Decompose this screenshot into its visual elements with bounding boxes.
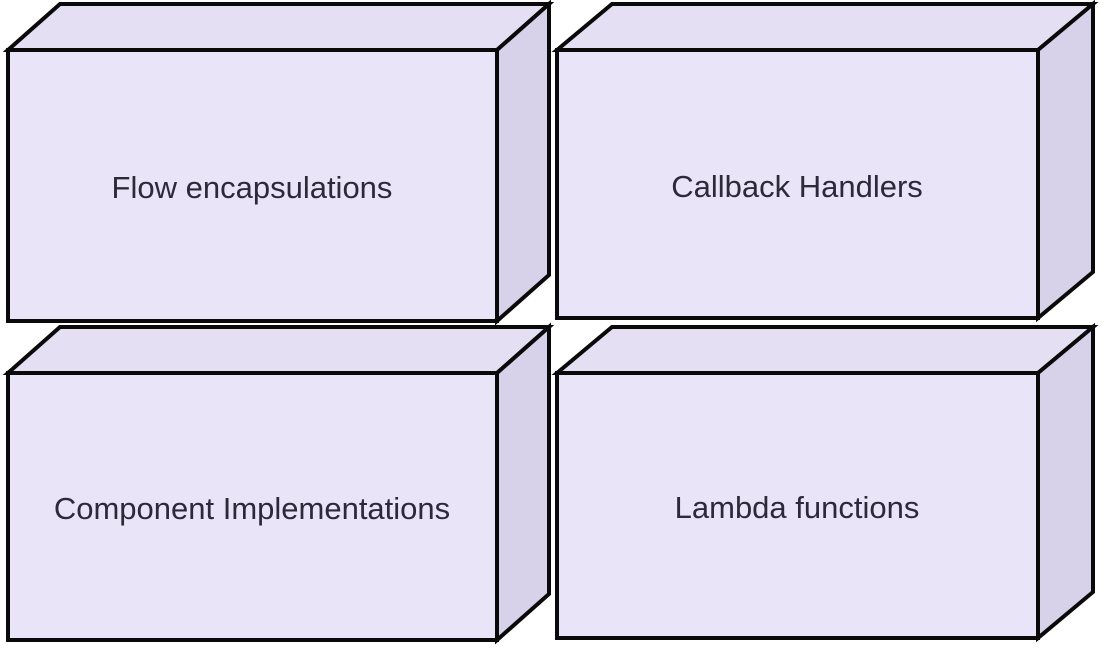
box-right-face — [1036, 322, 1095, 643]
box-component-implementations: Component Implementations — [2, 322, 555, 645]
box-lambda-functions: Lambda functions — [551, 322, 1099, 643]
box-front-face — [555, 48, 1040, 320]
box-label: Callback Handlers — [671, 169, 923, 204]
box-label: Flow encapsulations — [112, 170, 393, 205]
box-flow-encapsulations: Flow encapsulations — [2, 0, 555, 326]
box-label: Component Implementations — [54, 491, 450, 526]
box-front-face — [6, 48, 499, 323]
box-top-face — [2, 2, 555, 52]
box-top-face — [2, 325, 555, 375]
box-right-face — [495, 322, 551, 645]
box-label: Lambda functions — [675, 490, 920, 525]
box-right-face — [1036, 0, 1095, 323]
box-top-face — [551, 325, 1099, 375]
box-right-face — [495, 0, 551, 326]
box-front-face — [6, 371, 499, 642]
box-front-face — [555, 371, 1040, 640]
box-callback-handlers: Callback Handlers — [551, 0, 1099, 323]
box-top-face — [551, 1, 1099, 52]
